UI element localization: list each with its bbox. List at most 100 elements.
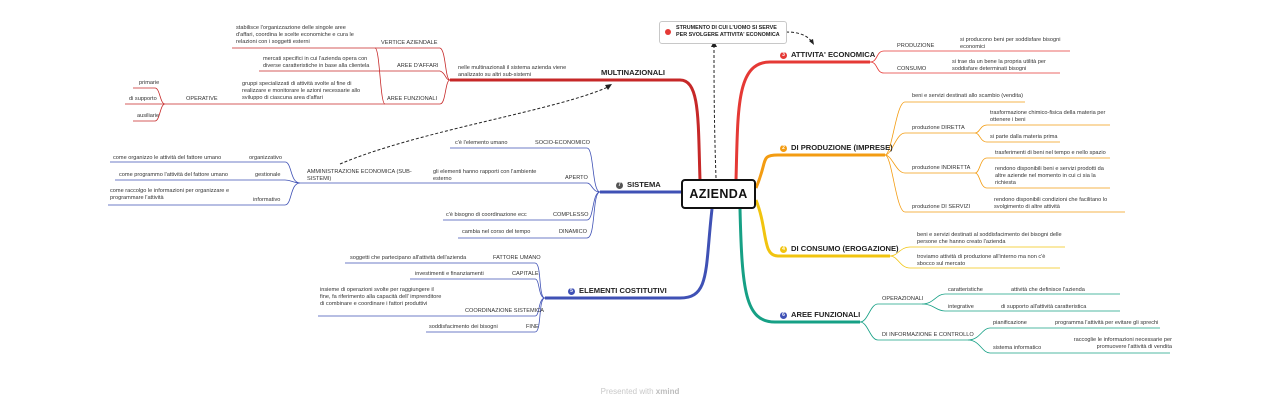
dashed-link-economica	[785, 31, 813, 43]
dashed-link-floating	[713, 45, 717, 179]
branch-elementi-costitutivi[interactable]: 5 ELEMENTI COSTITUTIVI	[568, 286, 667, 296]
floating-topic[interactable]: STRUMENTO DI CUI L'UOMO SI SERVE PER SVO…	[659, 21, 787, 44]
branch-consumo-label: DI CONSUMO (EROGAZIONE)	[791, 244, 899, 253]
operative-label[interactable]: OPERATIVE	[186, 96, 218, 102]
branch-aree-label: AREE FUNZIONALI	[791, 310, 861, 319]
aperto-desc: gli elementi hanno rapporti con l'ambien…	[433, 169, 537, 182]
connector-multinazionali	[450, 78, 702, 181]
connector-economica	[734, 60, 870, 181]
vertice-aziendale-label[interactable]: VERTICE AZIENDALE	[381, 40, 438, 46]
aree-affari-label[interactable]: AREE D'AFFARI	[397, 63, 439, 69]
aree-funzionali-multi-label[interactable]: AREE FUNZIONALI	[387, 96, 438, 102]
connector-aree	[738, 208, 860, 324]
center-topic-label: AZIENDA	[689, 187, 748, 201]
informativo-desc: come raccolgo le informazioni per organi…	[110, 188, 230, 201]
connector-elementi	[545, 208, 714, 300]
dinamico-desc: cambia nel corso del tempo	[462, 229, 531, 235]
branch-aree-funzionali[interactable]: 6 AREE FUNZIONALI	[780, 310, 860, 320]
produzione-diretta-label[interactable]: produzione DIRETTA	[912, 125, 965, 131]
controllo-label[interactable]: DI INFORMAZIONE E CONTROLLO	[882, 332, 974, 338]
informativo-label[interactable]: informativo	[253, 197, 281, 203]
dashed-arrow-head-3	[605, 84, 612, 90]
coordinazione-label[interactable]: COORDINAZIONE SISTEMICA	[465, 308, 544, 314]
priority-2-icon: 2	[780, 145, 787, 152]
aree-funzionali-multi-desc: gruppi specializzati di attività svolte …	[242, 81, 361, 101]
branch-economica-label: ATTIVITA' ECONOMICA	[791, 50, 876, 59]
capitale-desc: investimenti e finanziamenti	[415, 271, 484, 277]
fine-label[interactable]: FINE	[526, 324, 539, 330]
branch-sistema-label: SISTEMA	[627, 180, 661, 189]
branch-multinazionali[interactable]: MULTINAZIONALI	[601, 68, 665, 78]
caratteristiche-desc: attività che definisce l'azienda	[1011, 287, 1085, 293]
branch-di-produzione[interactable]: 2 DI PRODUZIONE (IMPRESE)	[780, 143, 893, 153]
branch-elementi-label: ELEMENTI COSTITUTIVI	[579, 286, 667, 295]
priority-4-icon: 4	[780, 246, 787, 253]
integrative-desc: di supporto all'attività caratteristica	[1001, 304, 1087, 310]
vertice-aziendale-desc: stabilisce l'organizzazione delle singol…	[236, 25, 354, 45]
produzione-indiretta-item-2: rendono disponibili beni e servizi prodo…	[995, 166, 1104, 186]
produzione-label[interactable]: PRODUZIONE	[897, 43, 935, 49]
footer-watermark: Presented with xmind	[0, 387, 1280, 396]
connector-produzione	[754, 153, 885, 189]
dinamico-label[interactable]: DINAMICO	[559, 229, 587, 235]
branch-di-consumo[interactable]: 4 DI CONSUMO (EROGAZIONE)	[780, 244, 899, 254]
pianificazione-desc: programma l'attività per evitare gli spr…	[1055, 320, 1159, 326]
integrative-label[interactable]: integrative	[948, 304, 974, 310]
priority-7-icon: 7	[616, 182, 623, 189]
fattore-umano-label[interactable]: FATTORE UMANO	[493, 255, 541, 261]
complesso-desc: c'è bisogno di coordinazione ecc	[446, 212, 527, 218]
operative-ausiliarie[interactable]: ausiliarie	[137, 113, 160, 119]
gestionale-desc: come programmo l'attività del fattore um…	[119, 172, 228, 178]
produzione-servizi-desc: rendono disponibili condizioni che facil…	[994, 197, 1108, 210]
fine-desc: soddisfacimento dei bisogni	[429, 324, 498, 330]
priority-3-icon: 3	[780, 52, 787, 59]
coordinazione-desc: insieme di operazioni svolte per raggiun…	[320, 287, 442, 307]
priority-5-icon: 5	[568, 288, 575, 295]
consumo-desc: si trae da un bene la propria utilità pe…	[952, 59, 1046, 72]
operative-primarie[interactable]: primarie	[139, 80, 160, 86]
amministrazione-label[interactable]: AMMINISTRAZIONE ECONOMICA (SUB-SISTEMI)	[307, 169, 412, 182]
branch-multinazionali-label: MULTINAZIONALI	[601, 68, 665, 77]
consumo-label[interactable]: CONSUMO	[897, 66, 927, 72]
produzione-indiretta-label[interactable]: produzione INDIRETTA	[912, 165, 971, 171]
operative-di-supporto[interactable]: di supporto	[129, 96, 157, 102]
dashed-arrow-head-2	[809, 39, 814, 45]
organizzativo-label[interactable]: organizzativo	[249, 155, 282, 161]
multinazionali-desc: nelle multinazionali il sistema azienda …	[458, 65, 567, 78]
organizzativo-desc: come organizzo le attività del fattore u…	[113, 155, 222, 161]
dashed-link-amministrazione	[339, 85, 611, 165]
gestionale-label[interactable]: gestionale	[255, 172, 281, 178]
produzione-indiretta-item-1: trasferimenti di beni nel tempo e nello …	[995, 150, 1106, 156]
fattore-umano-desc: soggetti che partecipano all'attività de…	[350, 255, 467, 261]
operazionali-label[interactable]: OPERAZIONALI	[882, 296, 924, 302]
branch-sistema[interactable]: 7 SISTEMA	[616, 180, 661, 190]
floating-topic-label: STRUMENTO DI CUI L'UOMO SI SERVE PER SVO…	[676, 25, 780, 38]
consumo-item-1: beni e servizi destinati al soddisfacime…	[917, 232, 1062, 245]
aperto-label[interactable]: APERTO	[565, 175, 588, 181]
footer-prefix: Presented with	[600, 387, 654, 396]
dashed-arrow-head	[711, 41, 717, 47]
socio-economico-desc: c'è l'elemento umano	[455, 140, 508, 146]
priority-1-icon	[665, 29, 671, 35]
sistema-informatico-desc: raccoglie le informazioni necessarie per…	[1073, 337, 1172, 350]
produzione-diretta-item-1: trasformazione chimico-fisica della mate…	[990, 110, 1106, 123]
complesso-label[interactable]: COMPLESSO	[553, 212, 589, 218]
priority-6-icon: 6	[780, 312, 787, 319]
pianificazione-label[interactable]: pianificazione	[993, 320, 1027, 326]
center-topic[interactable]: AZIENDA	[681, 179, 756, 209]
produzione-intro: beni e servizi destinati allo scambio (v…	[912, 93, 1023, 99]
sistema-informatico-label[interactable]: sistema informatico	[993, 345, 1042, 351]
aree-affari-desc: mercati specifici in cui l'azienda opera…	[263, 56, 370, 69]
produzione-diretta-item-2: si parte dalla materia prima	[990, 134, 1058, 140]
branch-attivita-economica[interactable]: 3 ATTIVITA' ECONOMICA	[780, 50, 875, 60]
produzione-servizi-label[interactable]: produzione DI SERVIZI	[912, 204, 971, 210]
branch-produzione-label: DI PRODUZIONE (IMPRESE)	[791, 143, 893, 152]
connector-consumo	[754, 199, 890, 258]
produzione-desc: si producono beni per soddisfare bisogni…	[960, 37, 1061, 50]
capitale-label[interactable]: CAPITALE	[512, 271, 539, 277]
caratteristiche-label[interactable]: caratteristiche	[948, 287, 983, 293]
consumo-item-2: troviamo attività di produzione all'inte…	[917, 254, 1046, 267]
socio-economico-label[interactable]: SOCIO-ECONOMICO	[535, 140, 591, 146]
footer-brand: xmind	[655, 387, 680, 396]
